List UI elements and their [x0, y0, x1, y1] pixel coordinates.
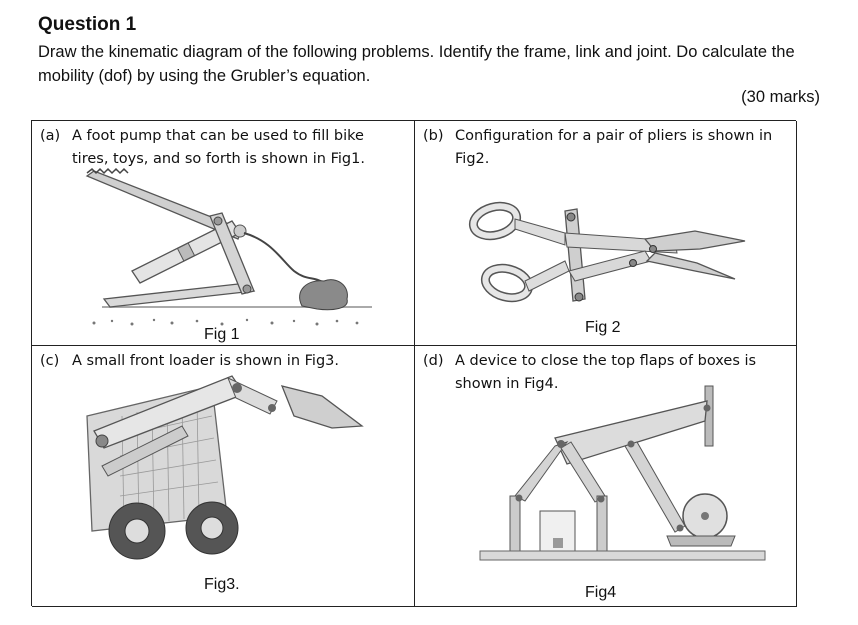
cell-d: (d) A device to close the top flaps of b…: [415, 346, 797, 607]
cell-c-tag: (c): [40, 353, 60, 369]
cell-a-text: A foot pump that can be used to fill bik…: [72, 128, 365, 167]
question-title: Question 1: [38, 14, 137, 35]
cell-b-label: (b) Configuration for a pair of pliers i…: [423, 125, 785, 171]
box-flap-device-figure: [479, 385, 766, 561]
figure-table: (a) A foot pump that can be used to fill…: [31, 120, 797, 607]
cell-b-text: Configuration for a pair of pliers is sh…: [455, 128, 773, 167]
cell-a-label: (a) A foot pump that can be used to fill…: [40, 125, 402, 171]
marks-label: (30 marks): [741, 88, 820, 106]
cell-c-label: (c) A small front loader is shown in Fig…: [40, 350, 402, 373]
cell-d-label: (d) A device to close the top flaps of b…: [423, 350, 785, 396]
cell-a: (a) A foot pump that can be used to fill…: [32, 121, 415, 346]
cell-c-text: A small front loader is shown in Fig3.: [72, 353, 339, 369]
cell-a-tag: (a): [40, 128, 61, 144]
fig2-caption: Fig 2: [585, 319, 621, 336]
fig1-caption: Fig 1: [204, 326, 240, 343]
cell-d-text: A device to close the top flaps of boxes…: [455, 353, 757, 392]
cell-b: (b) Configuration for a pair of pliers i…: [415, 121, 797, 346]
question-text: Draw the kinematic diagram of the follow…: [38, 43, 795, 85]
fig4-caption: Fig4: [585, 584, 617, 601]
cell-b-tag: (b): [423, 128, 444, 144]
pliers-figure: [468, 201, 746, 303]
fig3-caption: Fig3.: [204, 576, 240, 593]
front-loader-figure: [86, 375, 364, 560]
cell-d-tag: (d): [423, 353, 444, 369]
cell-c: (c) A small front loader is shown in Fig…: [32, 346, 415, 607]
foot-pump-figure: [85, 167, 372, 326]
